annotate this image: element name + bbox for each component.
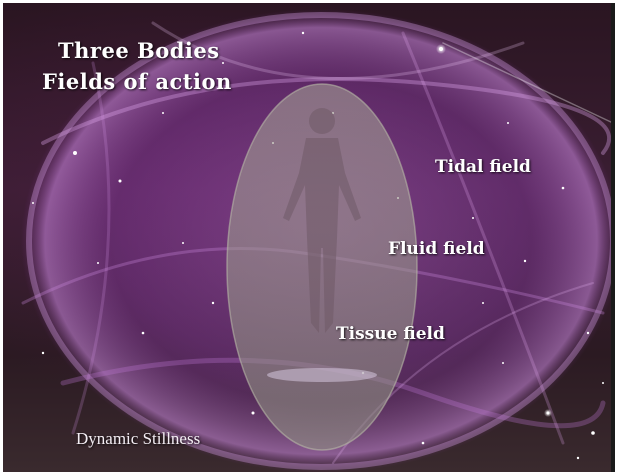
tissue-field-label: Tissue field (336, 324, 445, 344)
slide-edge (611, 3, 615, 472)
footer-caption: Dynamic Stillness (76, 429, 200, 449)
figure-base-glow (267, 368, 377, 382)
tidal-field-label: Tidal field (435, 157, 531, 177)
fluid-field-label: Fluid field (388, 239, 485, 259)
title-line-2: Fields of action (42, 69, 232, 94)
title-line-1: Three Bodies (58, 38, 220, 63)
diagram-slide: Three Bodies Fields of action Tidal fiel… (3, 3, 615, 472)
